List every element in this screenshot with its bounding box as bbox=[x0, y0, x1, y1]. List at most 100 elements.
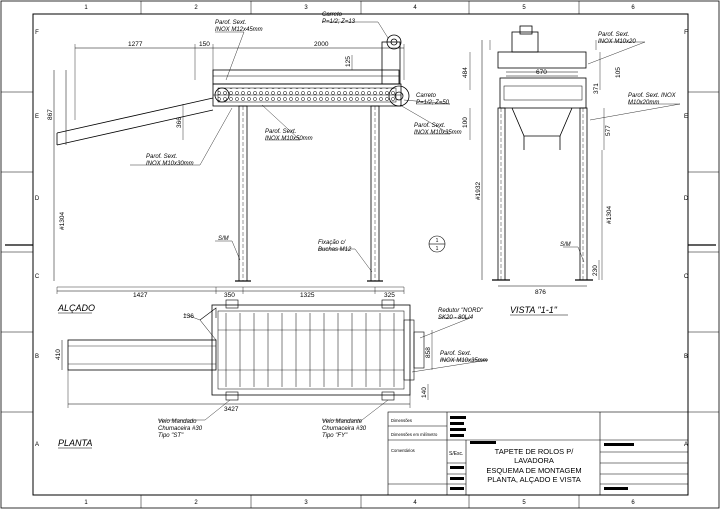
view-title-side: VISTA "1-1" bbox=[510, 305, 558, 315]
dim-label: 350 bbox=[224, 292, 235, 299]
callout-bolt-m10-35: INOX M10x35mm bbox=[440, 358, 488, 364]
scale-label: S/Esc. bbox=[449, 451, 463, 457]
dim-label: 484 bbox=[462, 67, 469, 78]
col-label: 6 bbox=[631, 500, 635, 506]
dim-label: 366 bbox=[176, 117, 183, 128]
col-label: 2 bbox=[194, 5, 198, 11]
row-label: F bbox=[684, 30, 688, 36]
dim-label: #1304 bbox=[606, 206, 613, 224]
row-label: C bbox=[684, 274, 689, 280]
callout-driven-shaft: Chumaceira #30 bbox=[158, 426, 203, 432]
title-block-redactions bbox=[450, 416, 634, 490]
dim-label: 100 bbox=[462, 117, 469, 128]
row-label: E bbox=[684, 114, 688, 120]
dim-label: 867 bbox=[47, 109, 54, 120]
dim-label: 140 bbox=[421, 387, 428, 398]
dim-label: 577 bbox=[605, 125, 612, 136]
col-label: 4 bbox=[413, 500, 417, 506]
dim-label: 230 bbox=[592, 265, 599, 276]
callout-anchoring: Fixação c/ bbox=[318, 240, 347, 246]
callout-bolt-m12: Parof. Sext. bbox=[215, 20, 246, 26]
callout-bolt-m10-20mm: Parof. Sext. INOX bbox=[628, 93, 677, 99]
col-label: 5 bbox=[522, 5, 526, 11]
view-title-elevation: ALÇADO bbox=[57, 303, 95, 313]
drawing-title: PLANTA, ALÇADO E VISTA bbox=[487, 475, 581, 484]
callout-drive-shaft: Veio Mandante bbox=[322, 419, 363, 425]
dimensions-mm-label: Dimensões em milímetro bbox=[391, 432, 438, 437]
dim-label: 670 bbox=[536, 69, 547, 76]
callout-bolt-m10-35: INOX M10x35mm bbox=[414, 130, 462, 136]
row-label: B bbox=[35, 354, 39, 360]
callout-sm: S/M bbox=[218, 236, 229, 242]
dim-label: 1427 bbox=[133, 292, 148, 299]
dim-label: 876 bbox=[535, 289, 546, 296]
dim-label: 410 bbox=[55, 349, 62, 360]
callout-sprocket-50: Carreto bbox=[416, 93, 437, 99]
callout-bolt-m10-30: Parof. Sext. bbox=[146, 154, 177, 160]
callout-drive-shaft: Chumaceira #30 bbox=[322, 426, 367, 432]
callout-bolt-m10-30: INOX M10x30mm bbox=[146, 161, 194, 167]
comments-label: Comentários bbox=[391, 448, 415, 453]
row-label: C bbox=[35, 274, 40, 280]
dimensions-label: Dimensões bbox=[391, 418, 412, 423]
dim-label: 2000 bbox=[314, 41, 329, 48]
callout-sprocket-50: P=1/2; Z=50 bbox=[416, 100, 450, 106]
col-label: 3 bbox=[304, 500, 308, 506]
callout-sprocket-13: Carreto bbox=[322, 12, 343, 18]
title-block-text: Dimensões Dimensões em milímetro Comentá… bbox=[391, 418, 582, 484]
col-label: 1 bbox=[84, 500, 88, 506]
callout-bolt-m10-20: Parof. Sext. bbox=[598, 32, 629, 38]
col-label: 6 bbox=[631, 5, 635, 11]
callout-bolt-m10-50: INOX M10x50mm bbox=[265, 136, 313, 142]
dim-label: #1304 bbox=[59, 212, 66, 230]
drawing-title: LAVADORA bbox=[514, 456, 554, 465]
row-label: A bbox=[35, 442, 39, 448]
row-label: F bbox=[35, 30, 39, 36]
callout-bolt-m12: INOX M12x45mm bbox=[215, 27, 263, 33]
row-label: D bbox=[35, 196, 40, 202]
callout-bolt-m10-20: INOX M10x20 bbox=[598, 39, 636, 45]
callout-anchoring: Buchas M12 bbox=[318, 247, 352, 253]
side-view-annotations: 670 484 105 371 100 577 #1932 #1304 876 … bbox=[462, 32, 677, 296]
svg-text:1: 1 bbox=[436, 238, 439, 244]
dim-label: 136 bbox=[183, 313, 194, 320]
dim-label: 3427 bbox=[224, 406, 239, 413]
row-label: A bbox=[684, 442, 688, 448]
col-label: 5 bbox=[522, 500, 526, 506]
col-label: 1 bbox=[84, 5, 88, 11]
dim-label: 150 bbox=[199, 41, 210, 48]
svg-text:1: 1 bbox=[436, 246, 439, 252]
callout-bolt-m10-50: Parof. Sext. bbox=[265, 129, 296, 135]
dim-label: 858 bbox=[425, 347, 432, 358]
callout-bolt-m10-35: Parof. Sext. bbox=[414, 123, 445, 129]
callout-sprocket-13: P=1/2; Z=13 bbox=[322, 19, 356, 25]
col-label: 4 bbox=[413, 5, 417, 11]
callout-gear-reducer: Redutor "NORD" bbox=[438, 308, 484, 314]
section-marker-icon: 1 1 bbox=[428, 235, 446, 253]
callout-drive-shaft: Tipo "FY" bbox=[322, 433, 348, 439]
callout-driven-shaft: Tipo "ST" bbox=[158, 433, 184, 439]
callout-bolt-m10-35: Parof. Sext. bbox=[440, 351, 471, 357]
callout-driven-shaft: Veio Mandado bbox=[158, 419, 197, 425]
dim-label: #1932 bbox=[475, 182, 482, 200]
drawing-title: ESQUEMA DE MONTAGEM bbox=[486, 466, 581, 475]
elevation-view bbox=[53, 21, 451, 294]
callout-sm: S/M bbox=[560, 242, 571, 248]
col-label: 3 bbox=[304, 5, 308, 11]
drawing-title: TAPETE DE ROLOS P/ bbox=[495, 447, 575, 456]
callout-bolt-m10-20mm: M10x20mm bbox=[628, 100, 659, 106]
row-label: D bbox=[684, 196, 689, 202]
elevation-annotations: 1277 150 2000 867 125 366 #1304 1427 350… bbox=[47, 12, 462, 299]
dim-label: 325 bbox=[384, 292, 395, 299]
grid-labels: 1 2 3 4 5 6 1 2 3 4 5 6 F E D C B A F E … bbox=[35, 5, 689, 506]
plan-view bbox=[61, 299, 489, 421]
row-label: B bbox=[684, 354, 688, 360]
col-label: 2 bbox=[194, 500, 198, 506]
dim-label: 371 bbox=[593, 83, 600, 94]
row-label: E bbox=[35, 114, 39, 120]
title-block bbox=[387, 411, 689, 496]
view-titles: ALÇADO PLANTA VISTA "1-1" bbox=[57, 303, 568, 449]
callout-gear-reducer: SK20 - 80L/4 bbox=[438, 315, 474, 321]
